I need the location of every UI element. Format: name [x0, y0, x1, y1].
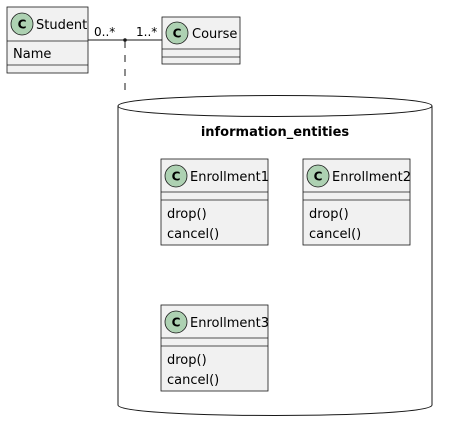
- enrollment1-class-name: Enrollment1: [190, 170, 269, 185]
- class-circle-icon: [306, 164, 330, 188]
- enrollment3-method-drop: drop(): [167, 353, 207, 368]
- class-circle-letter: C: [173, 27, 182, 41]
- class-circle-letter: C: [314, 170, 323, 184]
- class-circle-letter: C: [172, 316, 181, 330]
- enrollment1-method-drop: drop(): [167, 207, 207, 222]
- course-class-name: Course: [192, 27, 237, 42]
- database-title: information_entities: [201, 125, 350, 140]
- class-circle-icon: [164, 310, 188, 334]
- class-circle-icon: [10, 12, 34, 36]
- enrollment3-method-cancel: cancel(): [167, 373, 219, 388]
- class-enrollment1[interactable]: C Enrollment1 drop() cancel(): [160, 158, 269, 246]
- class-student[interactable]: C Student Name: [6, 6, 89, 74]
- association-class-anchor: [123, 38, 127, 42]
- class-circle-letter: C: [18, 18, 27, 32]
- class-enrollment2[interactable]: C Enrollment2 drop() cancel(): [302, 158, 411, 246]
- enrollment1-method-cancel: cancel(): [167, 227, 219, 242]
- enrollment2-class-name: Enrollment2: [332, 170, 411, 185]
- class-circle-icon: [164, 164, 188, 188]
- enrollment3-class-name: Enrollment3: [190, 316, 269, 331]
- course-multiplicity: 1..*: [136, 25, 157, 39]
- enrollment2-method-cancel: cancel(): [309, 227, 361, 242]
- class-circle-icon: [165, 21, 189, 45]
- class-course[interactable]: C Course: [161, 16, 241, 65]
- class-enrollment3[interactable]: C Enrollment3 drop() cancel(): [160, 304, 269, 392]
- class-circle-letter: C: [172, 170, 181, 184]
- enrollment2-method-drop: drop(): [309, 207, 349, 222]
- student-multiplicity: 0..*: [94, 25, 115, 39]
- student-class-name: Student: [36, 18, 87, 33]
- student-attribute-name: Name: [13, 47, 51, 62]
